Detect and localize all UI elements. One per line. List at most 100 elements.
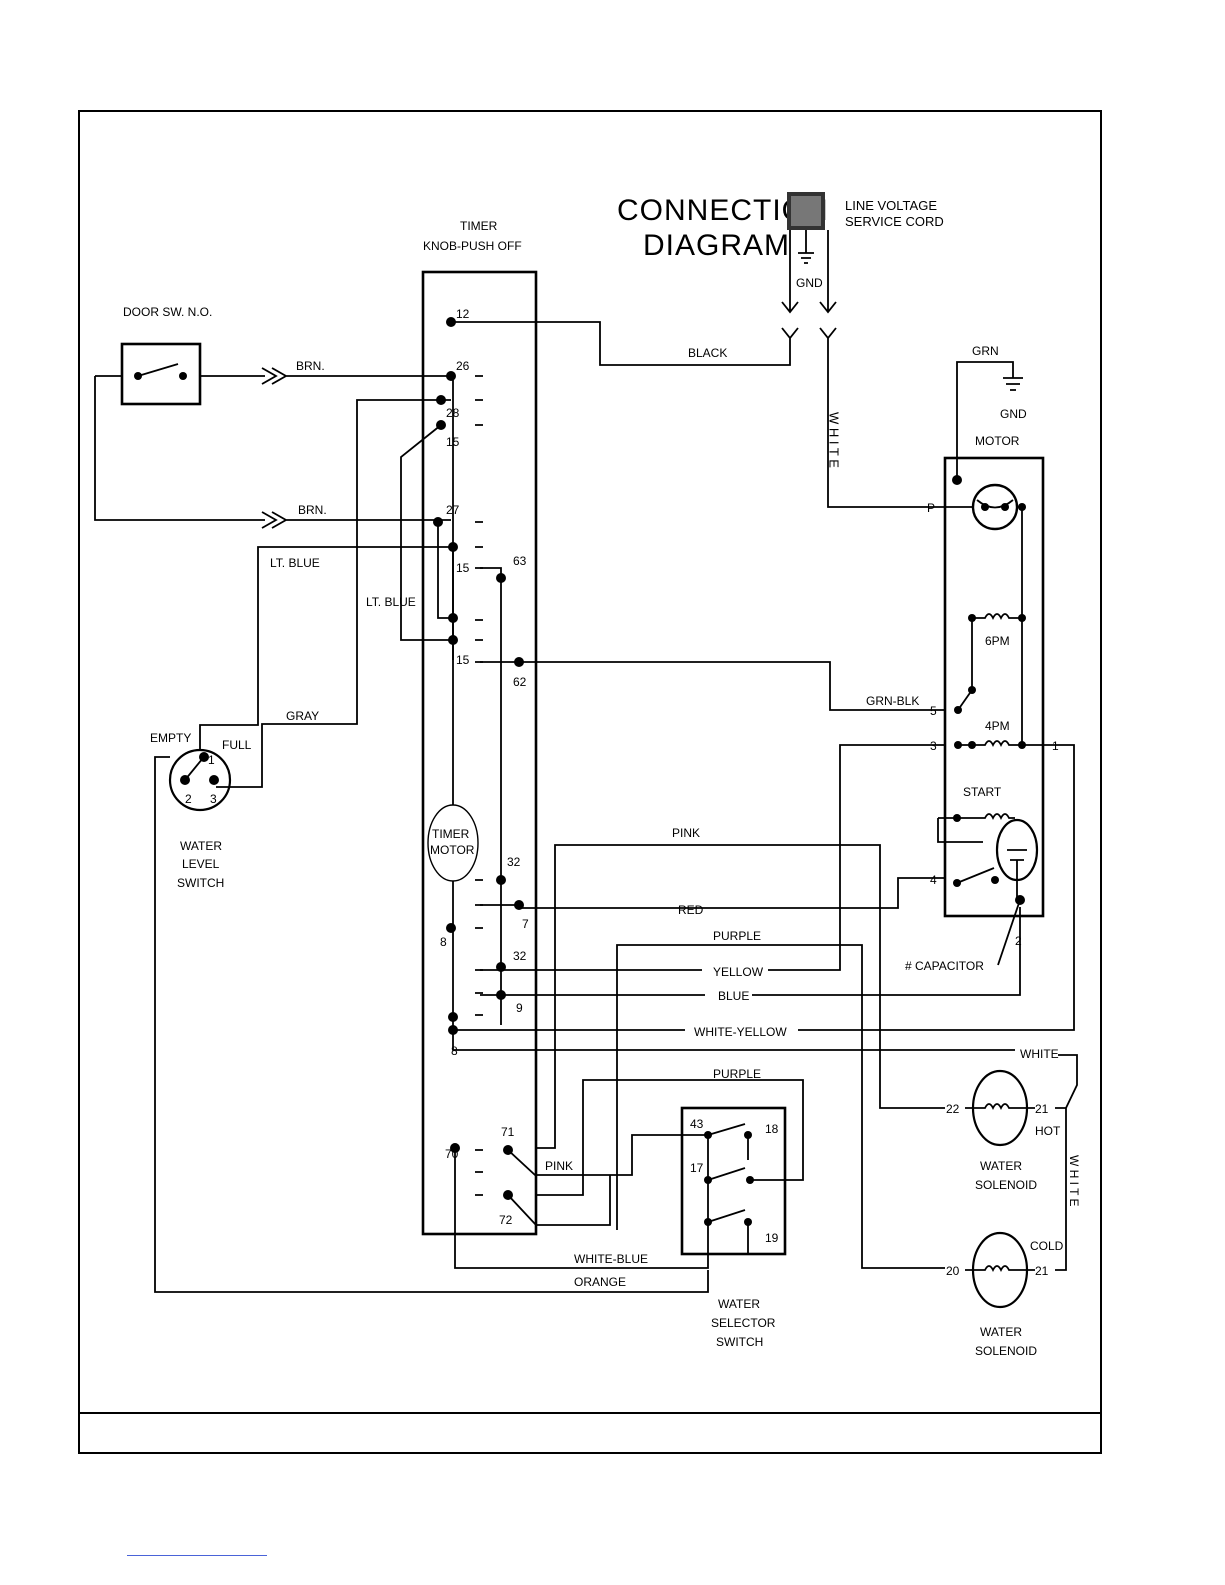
wire-gray: GRAY: [286, 709, 319, 723]
hot-label: HOT: [1035, 1124, 1061, 1138]
selector-name-2: SELECTOR: [711, 1316, 776, 1330]
wire-yellow: YELLOW: [713, 965, 764, 979]
selector-t19: 19: [765, 1231, 779, 1245]
wls-t1: 1: [208, 753, 215, 767]
wire-brn-bottom: BRN.: [298, 503, 327, 517]
motor-t5: 5: [930, 704, 937, 718]
motor-grn: GRN: [972, 344, 999, 358]
timer-box: [421, 270, 538, 1236]
wire-blue: BLUE: [718, 989, 749, 1003]
wire-white-vertical: W H I T E: [827, 412, 842, 468]
cold-name-1: WATER: [980, 1325, 1022, 1339]
hot-name-1: WATER: [980, 1159, 1022, 1173]
terminal-63: 63: [513, 554, 527, 568]
wire-pink: PINK: [672, 826, 700, 840]
diagram-frame: [78, 110, 1102, 1454]
motor-p: P: [927, 501, 935, 515]
wls-t3: 3: [210, 792, 217, 806]
wire-grn-blk: GRN-BLK: [866, 694, 919, 708]
water-selector-switch: 43 18 17 19 WATER SELECTOR SWITCH: [680, 1106, 787, 1349]
selector-t43: 43: [690, 1117, 704, 1131]
terminal-72: 72: [499, 1213, 513, 1227]
cold-name-2: SOLENOID: [975, 1344, 1037, 1358]
wls-full: FULL: [222, 738, 252, 752]
cord-label-2: SERVICE CORD: [845, 214, 944, 229]
terminal-32b: 32: [513, 949, 527, 963]
hot-water-solenoid: 22 21 HOT WATER SOLENOID: [946, 1069, 1061, 1192]
terminal-71: 71: [501, 1125, 515, 1139]
terminal-32a: 32: [507, 855, 521, 869]
selector-t18: 18: [765, 1122, 779, 1136]
terminal-8a: 8: [440, 935, 447, 949]
water-level-switch: EMPTY FULL 1 2 3 WATER LEVEL SWITCH: [150, 731, 252, 890]
wire-white: WHITE: [1020, 1047, 1059, 1061]
page-link[interactable]: [127, 1555, 267, 1556]
selector-box: [680, 1106, 787, 1256]
motor-title: MOTOR: [975, 434, 1020, 448]
terminal-8b: 8: [451, 1044, 458, 1058]
terminal-28: 28: [446, 406, 460, 420]
cold-t21: 21: [1035, 1264, 1049, 1278]
wire-red: RED: [678, 903, 704, 917]
timer: TIMER KNOB-PUSH OFF TIMER MOTOR: [421, 219, 538, 1236]
timer-motor-label-1: TIMER: [432, 827, 470, 841]
cord-gnd-label: GND: [796, 276, 823, 290]
timer-terminals: 12 26 28 15 27 15 15 32 7 8 32 9 8 71 70…: [433, 307, 529, 1227]
cold-t20: 20: [946, 1264, 960, 1278]
motor: GRN GND MOTOR P 6PM 4PM 5 3 1 START: [905, 344, 1059, 973]
cord-label-1: LINE VOLTAGE: [845, 198, 937, 213]
terminal-27: 27: [446, 503, 460, 517]
wire-brn-top: BRN.: [296, 359, 325, 373]
cold-water-solenoid: 20 21 COLD WATER SOLENOID: [946, 1231, 1064, 1358]
wire-purple-1: PURPLE: [713, 929, 761, 943]
wls-empty: EMPTY: [150, 731, 191, 745]
hot-t22: 22: [946, 1102, 960, 1116]
motor-t3: 3: [930, 739, 937, 753]
wire-orange: ORANGE: [574, 1275, 626, 1289]
terminal-62: 62: [513, 675, 527, 689]
motor-box: [943, 456, 1045, 918]
door-switch-box: [120, 342, 202, 406]
terminal-15c: 15: [456, 653, 470, 667]
timer-motor-label-2: MOTOR: [430, 843, 475, 857]
title-line-2: DIAGRAM: [643, 229, 790, 262]
motor-t1: 1: [1052, 739, 1059, 753]
wls-name-3: SWITCH: [177, 876, 224, 890]
wire-ltblue-1: LT. BLUE: [270, 556, 320, 570]
terminal-70: 70: [445, 1147, 459, 1161]
selector-name-1: WATER: [718, 1297, 760, 1311]
wls-name-1: WATER: [180, 839, 222, 853]
terminal-15b: 15: [456, 561, 470, 575]
motor-t2: 2: [1015, 934, 1022, 948]
wire-pink-2: PINK: [545, 1159, 573, 1173]
wls-name-2: LEVEL: [182, 857, 220, 871]
wire-white-yellow: WHITE-YELLOW: [694, 1025, 787, 1039]
motor-start: START: [963, 785, 1002, 799]
motor-capacitor: # CAPACITOR: [905, 959, 984, 973]
door-switch-label: DOOR SW. N.O.: [123, 305, 212, 319]
wire-black: BLACK: [688, 346, 727, 360]
selector-t17: 17: [690, 1161, 704, 1175]
terminal-15a: 15: [446, 435, 460, 449]
wls-t2: 2: [185, 792, 192, 806]
door-switch: DOOR SW. N.O.: [94, 305, 265, 521]
motor-6pm: 6PM: [985, 634, 1010, 648]
motor-4pm: 4PM: [985, 719, 1010, 733]
wire-ltblue-2: LT. BLUE: [366, 595, 416, 609]
hot-name-2: SOLENOID: [975, 1178, 1037, 1192]
terminal-9: 9: [516, 1001, 523, 1015]
wire-white-vertical-2: W H I T E: [1067, 1155, 1081, 1207]
cold-label: COLD: [1030, 1239, 1064, 1253]
timer-title-1: TIMER: [460, 219, 498, 233]
wire-purple-2: PURPLE: [713, 1067, 761, 1081]
terminal-26: 26: [456, 359, 470, 373]
timer-motor: [427, 804, 479, 882]
timer-title-2: KNOB-PUSH OFF: [423, 239, 522, 253]
timer-wiring: BRN. BRN. BLACK GRAY LT. BLUE LT. BLUE 6…: [154, 321, 1081, 1293]
footer-rule: [78, 1412, 1102, 1414]
wire-white-blue: WHITE-BLUE: [574, 1252, 648, 1266]
terminal-7: 7: [522, 917, 529, 931]
hot-t21: 21: [1035, 1102, 1049, 1116]
selector-name-3: SWITCH: [716, 1335, 763, 1349]
